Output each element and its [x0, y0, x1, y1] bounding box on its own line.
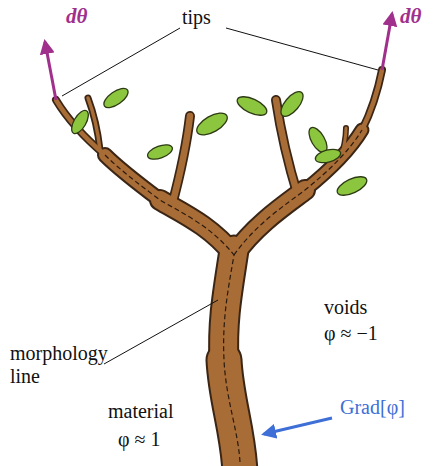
gradient-label: Grad[φ] — [340, 396, 405, 418]
gradient-arrow — [264, 418, 332, 434]
label-box: dθ — [66, 4, 87, 28]
label-box: material — [108, 400, 174, 423]
annotation-label: morphology line — [10, 342, 108, 388]
leaves — [68, 85, 369, 199]
leader-line — [104, 300, 218, 364]
label-box: tips — [182, 6, 211, 29]
branch-outline — [56, 70, 382, 466]
region-label: material — [108, 400, 174, 422]
region-value: φ ≈ 1 — [118, 428, 161, 450]
annotation-label: tips — [182, 6, 211, 28]
morphology-line — [105, 130, 362, 462]
label-box: Grad[φ] — [340, 396, 405, 419]
label-box: morphology line — [10, 342, 108, 388]
label-box: dθ — [400, 4, 421, 28]
leader-line — [226, 28, 378, 70]
label-box: voids — [324, 296, 367, 319]
region-value: φ ≈ −1 — [324, 322, 378, 344]
label-box: φ ≈ −1 — [324, 322, 378, 345]
label-box: φ ≈ 1 — [118, 428, 161, 451]
vector-symbol: dθ — [66, 4, 87, 28]
region-label: voids — [324, 296, 367, 318]
direction-arrow — [45, 42, 56, 100]
direction-arrow — [382, 14, 392, 70]
vector-symbol: dθ — [400, 4, 421, 28]
leader-line — [62, 28, 180, 96]
branch-wood — [56, 70, 382, 466]
